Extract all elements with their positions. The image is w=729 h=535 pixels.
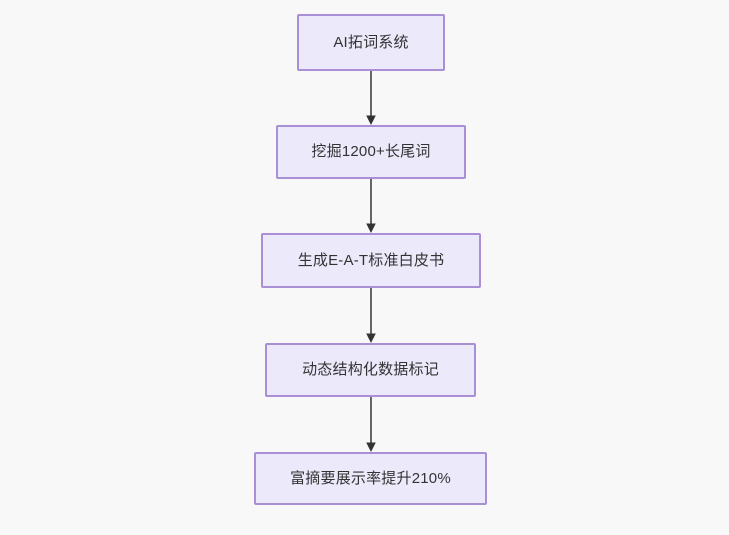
edge-n3-n4 [366, 288, 376, 343]
flow-node-ai-keyword-system[interactable]: AI拓词系统 [297, 14, 445, 71]
flow-node-label: 生成E-A-T标准白皮书 [297, 251, 445, 269]
flow-node-mine-longtail-keywords[interactable]: 挖掘1200+长尾词 [276, 125, 466, 179]
flow-node-label: 挖掘1200+长尾词 [311, 143, 431, 160]
flow-node-dynamic-structured-data-markup[interactable]: 动态结构化数据标记 [265, 343, 476, 397]
edge-n4-n5 [366, 397, 376, 452]
flow-node-rich-snippet-impression-lift[interactable]: 富摘要展示率提升210% [254, 452, 487, 505]
edge-n2-n3 [366, 179, 376, 233]
edge-n1-n2 [366, 71, 376, 125]
flow-node-label: 富摘要展示率提升210% [290, 469, 451, 487]
flow-node-generate-eat-whitepaper[interactable]: 生成E-A-T标准白皮书 [261, 233, 481, 288]
flow-node-label: 动态结构化数据标记 [302, 361, 439, 378]
flow-node-label: AI拓词系统 [333, 33, 409, 51]
